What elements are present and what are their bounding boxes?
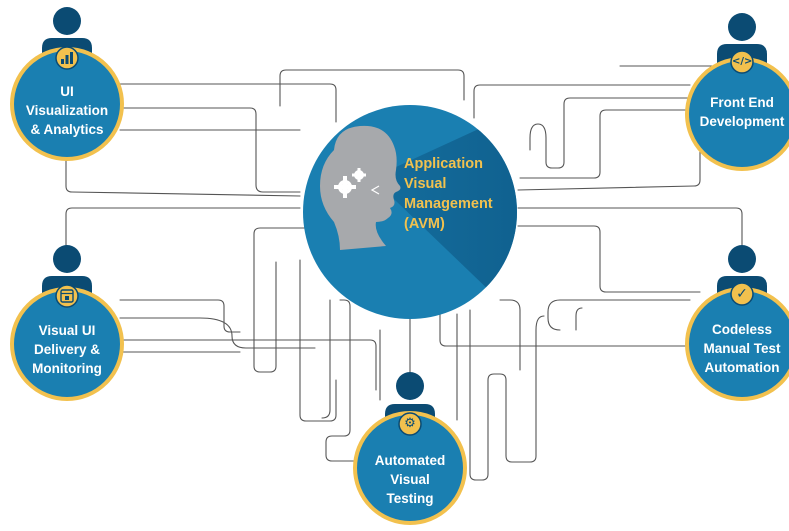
- connector-line: [65, 207, 301, 251]
- label-line: Delivery &: [33, 342, 101, 357]
- connector-line: [439, 307, 701, 347]
- connector-line: [517, 207, 743, 246]
- connector-line: [575, 307, 583, 331]
- checkmark-icon: ✓: [736, 286, 748, 302]
- role-label-front-end: Front End Development: [687, 93, 789, 131]
- label-line: Front End: [710, 95, 774, 110]
- connector-lines: [65, 65, 751, 481]
- role-badge: [730, 50, 754, 74]
- connector-line: [279, 69, 465, 107]
- person-head: [53, 245, 81, 273]
- code-icon: </>: [732, 56, 753, 67]
- label-line: Manual Test: [703, 341, 781, 356]
- avm-hub: [303, 105, 517, 319]
- gears-icon: [334, 168, 366, 198]
- connector-line: [519, 109, 691, 179]
- connector-line: [119, 83, 337, 123]
- connector-line: [119, 339, 377, 391]
- label-line: UI: [60, 84, 74, 99]
- connector-line: [65, 149, 301, 197]
- person-head: [728, 13, 756, 41]
- label-line: & Analytics: [30, 122, 104, 137]
- connector-line: [299, 259, 337, 422]
- connector-line: [547, 299, 691, 331]
- gear-icon: ⚙: [404, 416, 416, 431]
- label-line: Visualization: [25, 103, 109, 118]
- connector-line: [529, 97, 691, 169]
- person-head: [728, 245, 756, 273]
- person-head: [53, 7, 81, 35]
- label-line: Testing: [386, 491, 434, 506]
- connector-line: [469, 309, 545, 481]
- connector-line: [517, 225, 701, 293]
- role-automated-visual: [353, 372, 467, 525]
- role-codeless: [685, 245, 789, 401]
- connector-line: [119, 107, 301, 193]
- bar-chart-icon: [61, 52, 73, 64]
- connector-line: [119, 317, 316, 349]
- label-line: (AVM): [404, 216, 445, 232]
- connector-line: [119, 299, 241, 333]
- label-line: Monitoring: [32, 361, 102, 376]
- label-line: Application: [404, 156, 483, 172]
- label-line: Automation: [704, 360, 780, 375]
- label-line: Codeless: [711, 322, 773, 337]
- role-label-visual-ui-delivery: Visual UI Delivery & Monitoring: [12, 321, 122, 378]
- role-badge: [398, 412, 422, 436]
- role-label-codeless: Codeless Manual Test Automation: [687, 320, 789, 377]
- role-label-automated-visual: Automated Visual Testing: [355, 451, 465, 508]
- role-front-end: [685, 13, 789, 171]
- eye-ray-icon: [370, 185, 380, 195]
- label-line: Visual UI: [38, 323, 96, 338]
- avm-hub-label: Application Visual Management (AVM): [404, 154, 514, 234]
- label-line: Visual: [404, 176, 447, 192]
- connector-line: [321, 299, 331, 419]
- label-line: Management: [404, 196, 493, 212]
- connector-line: [473, 84, 691, 119]
- role-ui-visualization: [10, 7, 124, 161]
- connector-line: [517, 149, 701, 191]
- connector-line: [499, 299, 521, 371]
- role-visual-ui-delivery: [10, 245, 124, 401]
- role-badge: [730, 282, 754, 306]
- connector-line: [253, 227, 306, 373]
- label-line: Development: [699, 114, 785, 129]
- label-line: Visual: [390, 472, 430, 487]
- head-silhouette-icon: [320, 125, 401, 250]
- label-line: Automated: [374, 453, 446, 468]
- avm-light-ray: [372, 110, 517, 319]
- person-head: [396, 372, 424, 400]
- role-label-ui-visualization: UI Visualization & Analytics: [12, 82, 122, 139]
- browser-lock-icon: [60, 289, 74, 303]
- connector-line: [325, 299, 381, 462]
